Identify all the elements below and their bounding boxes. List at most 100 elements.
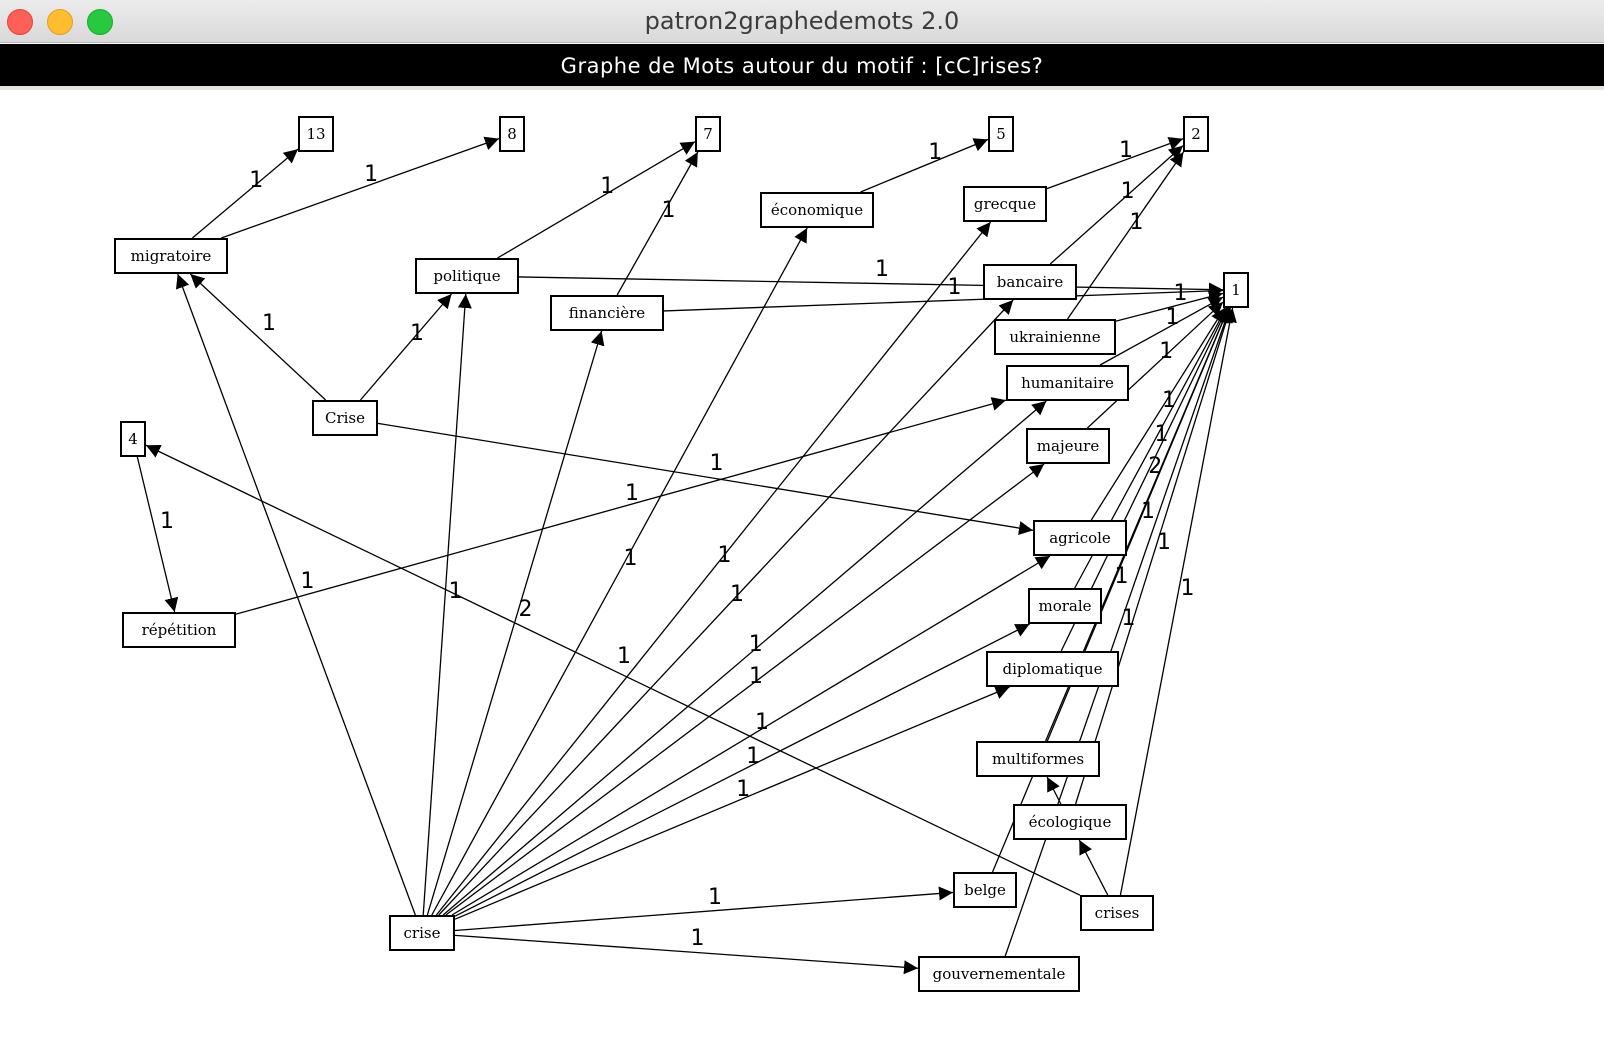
graph-node-agricole[interactable]: agricole: [1033, 520, 1127, 556]
edge-weight-label: 1: [1162, 388, 1176, 413]
edge-weight-label: 1: [661, 197, 676, 223]
edge-crise-to-gouvernementale: [454, 934, 919, 975]
edge-weight-label: 1: [1129, 209, 1144, 235]
edge-crise-to-financiere: [426, 330, 605, 916]
edge-crise-to-humanitaire: [442, 400, 1047, 916]
graph-node-migratoire[interactable]: migratoire: [114, 238, 228, 274]
graph-node-majeure[interactable]: majeure: [1026, 428, 1110, 464]
graph-node-2[interactable]: 2: [1183, 116, 1209, 152]
edge-crises-to-n1: [1119, 307, 1237, 896]
edge-crise-to-politique: [422, 293, 472, 916]
graph-node-financiere[interactable]: financière: [550, 295, 664, 331]
edge-weight-label: 1: [708, 885, 722, 911]
graph-node-13[interactable]: 13: [298, 116, 334, 152]
edge-crises-to-ecologique: [1078, 839, 1109, 896]
edge-weight-label: 1: [1157, 530, 1171, 555]
graph-node-7[interactable]: 7: [695, 116, 721, 152]
graph-node-politique[interactable]: politique: [415, 258, 519, 294]
edge-humanitaire-to-n1: [1099, 296, 1224, 366]
edge-crises-to-n4: [145, 444, 1081, 896]
edge-weight-label: 1: [947, 274, 962, 300]
maximize-window-button[interactable]: [87, 9, 113, 35]
edge-weight-label: 1: [1114, 564, 1129, 589]
edge-weight-label: 1: [717, 542, 732, 568]
edge-weight-label: 1: [364, 162, 379, 188]
edge-weight-label: 1: [928, 139, 943, 165]
edge-weight-label: 1: [730, 581, 744, 607]
edge-grecque-to-n2: [1046, 137, 1184, 190]
edge-weight-label: 1: [448, 578, 463, 604]
edge-weight-label: 1: [625, 481, 639, 507]
graph-node-belge[interactable]: belge: [953, 872, 1017, 908]
edge-crise-to-morale: [454, 623, 1030, 917]
graph-node-5[interactable]: 5: [988, 116, 1014, 152]
graph-node-economique[interactable]: économique: [760, 192, 874, 228]
edge-weight-label: 1: [736, 777, 751, 803]
edge-migratoire-to-n8: [221, 136, 500, 239]
edge-ukrainienne-to-n1: [1115, 290, 1224, 322]
edge-weight-label: 1: [1165, 305, 1180, 331]
banner-divider: [0, 86, 1604, 90]
edge-crise-to-migratoire: [175, 273, 416, 916]
edge-weight-label: 1: [1119, 137, 1133, 163]
graph-node-humanitaire[interactable]: humanitaire: [1006, 365, 1129, 401]
edge-crise-to-economique: [431, 227, 808, 916]
edge-n4-to-repetition: [136, 456, 179, 613]
edge-weight-label: 1: [262, 311, 276, 336]
edge-weight-label: 1: [746, 744, 761, 770]
edge-weight-label: 1: [1141, 498, 1155, 524]
edge-financiere-to-n1: [663, 283, 1224, 312]
word-graph-canvas[interactable]: 13 8 7 5 2 1 4 économique grecque migrat…: [0, 90, 1604, 1054]
window-titlebar[interactable]: patron2graphedemots 2.0: [0, 0, 1604, 43]
close-window-button[interactable]: [7, 9, 33, 35]
graph-banner: Graphe de Mots autour du motif : [cC]ris…: [0, 44, 1604, 86]
graph-node-4[interactable]: 4: [120, 421, 146, 457]
edge-weight-label: 1: [709, 450, 724, 476]
edge-weight-label: 2: [518, 597, 533, 622]
graph-node-bancaire[interactable]: bancaire: [983, 264, 1077, 300]
edge-weight-label: 1: [1173, 281, 1188, 307]
graph-node-ecologique[interactable]: écologique: [1013, 804, 1127, 840]
graph-node-repetition[interactable]: répétition: [122, 612, 236, 648]
graph-node-1[interactable]: 1: [1223, 272, 1249, 308]
graph-node-gouvernementale[interactable]: gouvernementale: [918, 956, 1080, 992]
edge-belge-to-n1: [991, 307, 1230, 873]
graph-node-crise[interactable]: crise: [389, 915, 455, 951]
edge-ecologique-to-n1: [1074, 307, 1233, 805]
graph-edges: [136, 136, 1237, 975]
edge-ukrainienne-to-n2: [1066, 151, 1185, 320]
edge-weight-label: 1: [249, 167, 264, 193]
edge-crise-to-belge: [454, 886, 954, 932]
edge-weight-label: 1: [1120, 178, 1135, 204]
edge-Crise-to-migratoire: [189, 273, 327, 401]
minimize-window-button[interactable]: [47, 9, 73, 35]
edge-weight-label: 1: [690, 925, 705, 951]
graph-node-grecque[interactable]: grecque: [963, 186, 1047, 222]
edge-ecologique-to-multiformes: [1046, 776, 1062, 805]
edge-weight-label: 1: [1154, 422, 1169, 447]
edge-weight-label: 1: [300, 568, 315, 594]
edge-crise-to-agricole: [451, 555, 1051, 916]
edge-gouvernementale-to-n1: [1004, 307, 1232, 957]
graph-node-multiformes[interactable]: multiformes: [976, 741, 1100, 777]
edge-financiere-to-n7: [616, 151, 699, 296]
edge-weight-label: 1: [623, 545, 638, 571]
edge-weight-label: 1: [617, 644, 631, 670]
edge-weight-label: 1: [1121, 606, 1136, 631]
edge-agricole-to-n1: [1090, 307, 1226, 521]
edge-weight-label: 1: [1159, 339, 1174, 365]
graph-node-ukrainienne[interactable]: ukrainienne: [994, 319, 1116, 355]
edge-repetition-to-humanitaire: [235, 397, 1007, 615]
graph-node-8[interactable]: 8: [499, 116, 525, 152]
edge-weight-label: 1: [875, 257, 889, 283]
edge-crise-to-majeure: [445, 463, 1045, 916]
edge-bancaire-to-n2: [1049, 145, 1184, 265]
graph-node-crises[interactable]: crises: [1080, 895, 1154, 931]
edge-weight-label: 1: [600, 173, 615, 199]
edge-crise-to-grecque: [435, 221, 992, 916]
graph-node-diplomatique[interactable]: diplomatique: [986, 651, 1119, 687]
edge-weight-label: 1: [748, 632, 763, 657]
graph-node-Crise[interactable]: Crise: [312, 400, 378, 436]
graph-node-morale[interactable]: morale: [1028, 588, 1102, 624]
edge-majeure-to-n1: [1086, 301, 1224, 429]
